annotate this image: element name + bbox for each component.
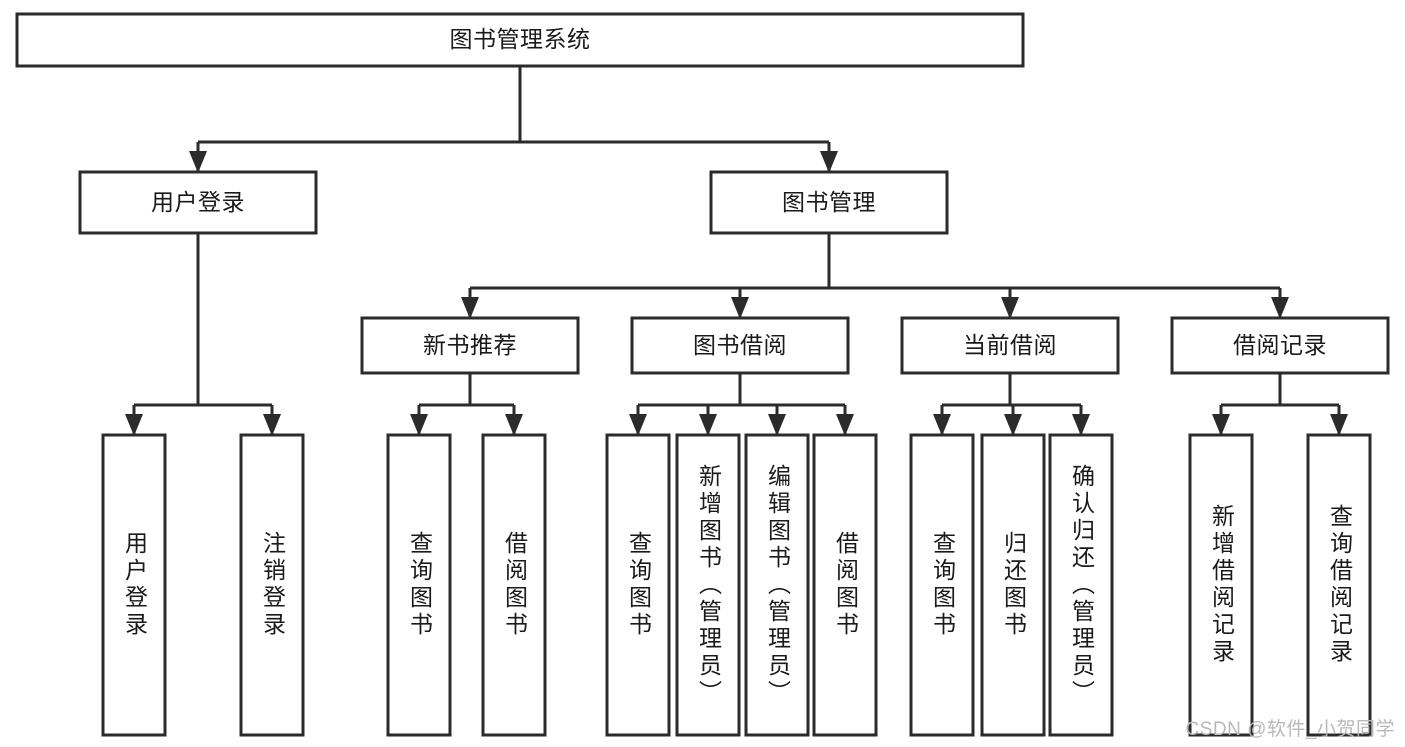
arrow-head-new-book-rec [461,297,479,319]
arrow-head-leaf-return-book [1004,414,1022,436]
arrow-head-leaf-confirm-return [1072,414,1090,436]
node-box-borrow-record[interactable] [1170,316,1390,375]
arrow-head-leaf-logout [263,414,281,436]
arrow-head-leaf-query-record [1330,414,1348,436]
arrow-head-borrow-record [1271,297,1289,319]
arrow-head-book-manage [820,151,838,173]
node-box-leaf-query-book-3[interactable] [909,433,975,737]
arrow-head-leaf-query-book-2 [629,414,647,436]
node-box-leaf-logout[interactable] [239,433,305,737]
arrow-head-leaf-borrow-book-1 [505,414,523,436]
node-box-leaf-query-book-2[interactable] [605,433,671,737]
node-box-leaf-add-record[interactable] [1188,433,1254,737]
node-box-book-borrow[interactable] [630,316,850,375]
node-box-leaf-borrow-book-1[interactable] [481,433,547,737]
arrow-head-current-borrow [1001,297,1019,319]
node-box-leaf-query-record[interactable] [1306,433,1372,737]
arrow-head-leaf-query-book-1 [410,414,428,436]
node-box-root[interactable] [15,12,1025,68]
node-box-user-login[interactable] [78,170,318,235]
arrow-head-leaf-add-record [1212,414,1230,436]
node-box-new-book-rec[interactable] [360,316,580,375]
node-box-leaf-confirm-return[interactable] [1048,433,1114,737]
node-box-leaf-add-book[interactable] [675,433,741,737]
arrow-head-book-borrow [731,297,749,319]
node-box-leaf-user-login[interactable] [101,433,167,737]
node-box-leaf-edit-book[interactable] [744,433,810,737]
node-box-leaf-query-book-1[interactable] [386,433,452,737]
node-box-book-manage[interactable] [709,170,949,235]
node-box-leaf-borrow-book-2[interactable] [812,433,878,737]
arrow-head-leaf-borrow-book-2 [836,414,854,436]
node-box-current-borrow[interactable] [900,316,1120,375]
arrow-head-user-login [189,151,207,173]
arrow-head-leaf-add-book [699,414,717,436]
arrow-head-leaf-query-book-3 [933,414,951,436]
arrow-head-leaf-edit-book [768,414,786,436]
node-box-leaf-return-book[interactable] [980,433,1046,737]
arrow-head-leaf-user-login [125,414,143,436]
